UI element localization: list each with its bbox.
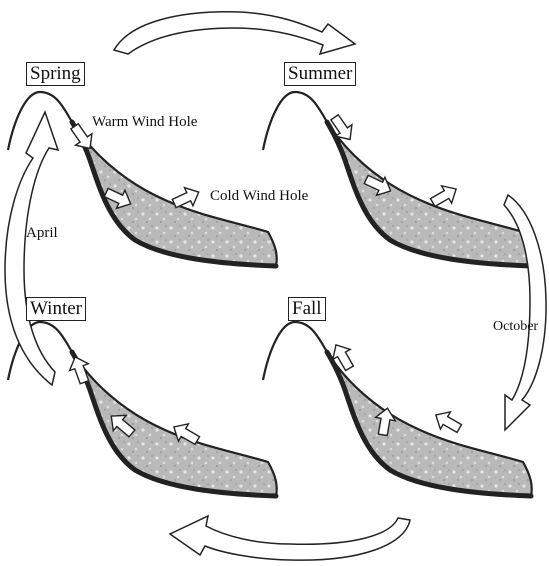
season-label-summer: Summer [284,62,356,86]
cold-wind-hole-label: Cold Wind Hole [210,188,308,205]
cycle-arrow-spring-to-summer [114,12,355,54]
warm-wind-hole-label: Warm Wind Hole [92,114,197,131]
season-label-spring: Spring [26,62,85,86]
season-label-winter: Winter [26,297,86,321]
cycle-arrow-winter-to-spring [5,112,58,385]
winter-slope [8,322,277,496]
summer-slope [263,92,532,266]
cycle-arrow-fall-to-winter [170,516,410,560]
april-label: April [26,225,58,242]
season-label-fall: Fall [288,297,326,321]
fall-arrow-cold-hole [431,406,464,437]
fall-slope [263,322,532,496]
october-label: October [493,319,538,335]
